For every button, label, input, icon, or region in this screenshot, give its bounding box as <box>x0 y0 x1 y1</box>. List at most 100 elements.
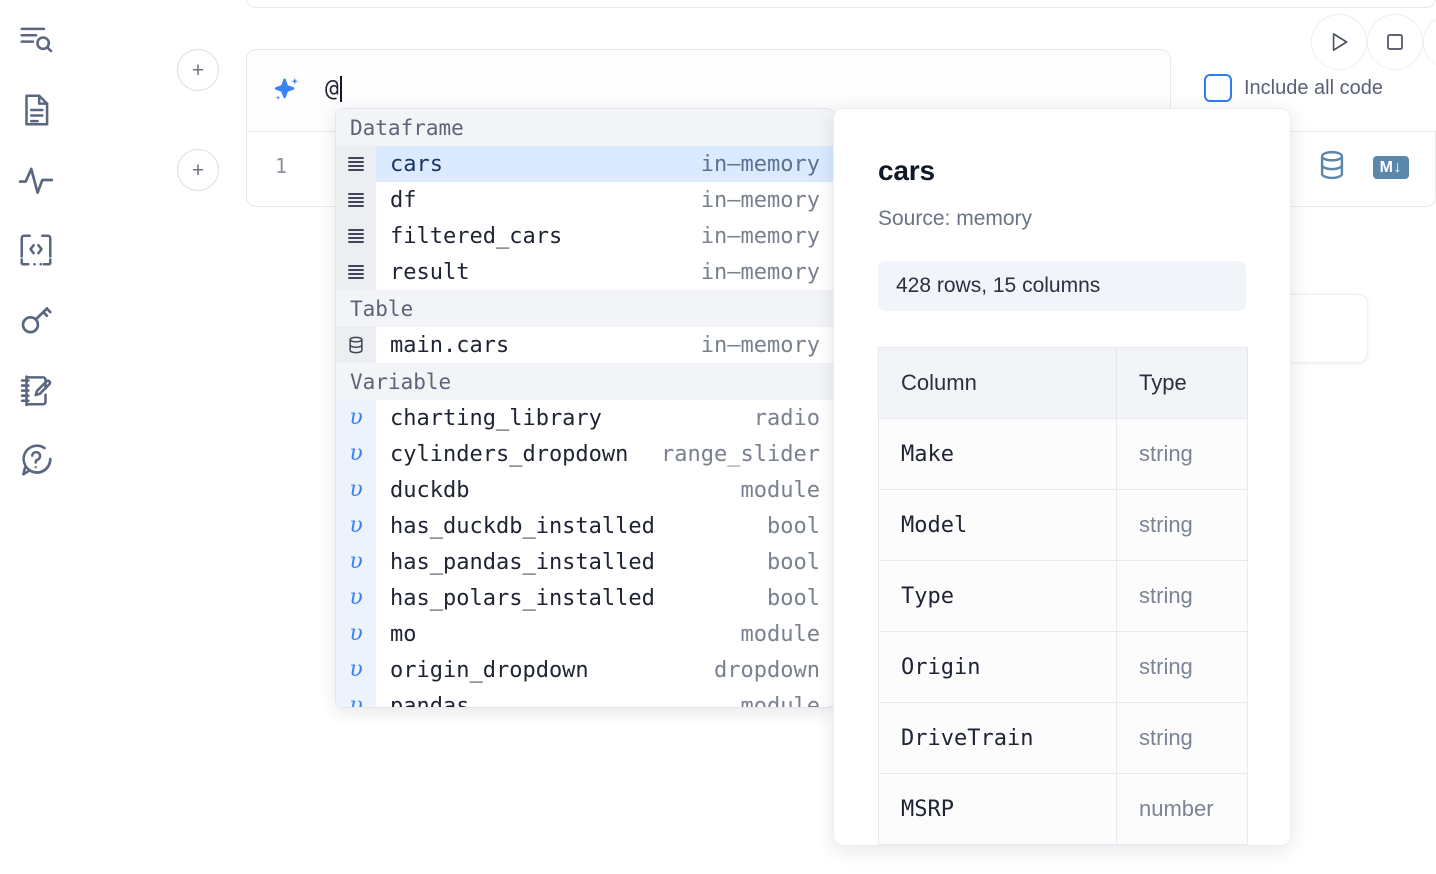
autocomplete-item-name: has_polars_installed <box>390 585 655 611</box>
file-explorer-search-icon[interactable] <box>12 16 60 64</box>
autocomplete-item-name: result <box>390 259 470 285</box>
autocomplete-group-header: Variable <box>336 363 834 400</box>
autocomplete-item-name: duckdb <box>390 477 470 503</box>
autocomplete-item-name: df <box>390 187 417 213</box>
autocomplete-item-name: cars <box>390 151 443 177</box>
info-panel-source: Source: memory <box>878 207 1033 230</box>
autocomplete-item-type: in–memory <box>700 223 820 249</box>
info-panel-title: cars <box>878 155 935 186</box>
help-question-icon[interactable] <box>12 436 60 484</box>
include-all-code-row[interactable]: Include all code <box>1204 74 1383 102</box>
autocomplete-item-icon: υ <box>336 544 376 580</box>
variable-upsilon-icon: υ <box>349 693 363 708</box>
stop-button[interactable] <box>1367 14 1423 70</box>
schema-column-header: Type <box>1116 347 1248 419</box>
add-cell-button-bottom[interactable]: + <box>177 149 219 191</box>
autocomplete-item-name: charting_library <box>390 405 602 431</box>
markdown-badge-arrow: ↓ <box>1393 158 1402 176</box>
schema-column-type: string <box>1116 418 1248 490</box>
markdown-badge-letter: M <box>1379 158 1394 176</box>
more-button[interactable] <box>1423 14 1436 70</box>
code-snippets-icon[interactable] <box>12 226 60 274</box>
autocomplete-item-name: filtered_cars <box>390 223 563 249</box>
autocomplete-item-icon: υ <box>336 472 376 508</box>
autocomplete-item[interactable]: filtered_cars in–memory <box>336 218 834 254</box>
autocomplete-item-type: module <box>740 621 820 647</box>
variable-upsilon-icon: υ <box>349 441 363 466</box>
autocomplete-item[interactable]: result in–memory <box>336 254 834 290</box>
variable-upsilon-icon: υ <box>349 513 363 538</box>
autocomplete-item-body: result in–memory <box>376 254 834 290</box>
autocomplete-item-type: in–memory <box>700 332 820 358</box>
dataframe-rows-icon <box>348 157 364 171</box>
document-icon[interactable] <box>12 86 60 134</box>
schema-column-name: DriveTrain <box>878 702 1117 774</box>
ai-prompt-text: @ <box>325 72 342 102</box>
activity-pulse-icon[interactable] <box>12 156 60 204</box>
autocomplete-group-header: Table <box>336 290 834 327</box>
autocomplete-item-name: cylinders_dropdown <box>390 441 629 467</box>
autocomplete-item-icon: υ <box>336 688 376 708</box>
autocomplete-item-type: in–memory <box>700 259 820 285</box>
autocomplete-item-name: origin_dropdown <box>390 657 589 683</box>
autocomplete-group-header: Dataframe <box>336 109 834 146</box>
autocomplete-item-body: cars in–memory <box>376 146 834 182</box>
database-icon[interactable] <box>1315 148 1349 187</box>
dataframe-info-panel: cars Source: memory 428 rows, 15 columns… <box>833 108 1291 846</box>
autocomplete-item-icon <box>336 218 376 254</box>
autocomplete-item-icon: υ <box>336 616 376 652</box>
ai-sparkle-icon <box>269 72 303 106</box>
schema-column-type: string <box>1116 631 1248 703</box>
include-all-code-checkbox[interactable] <box>1204 74 1232 102</box>
autocomplete-item-type: in–memory <box>700 151 820 177</box>
include-all-code-label: Include all code <box>1244 76 1383 99</box>
autocomplete-item-type: bool <box>767 513 820 539</box>
scratchpad-edit-icon[interactable] <box>12 366 60 414</box>
text-caret <box>339 76 342 102</box>
secrets-key-icon[interactable] <box>12 296 60 344</box>
autocomplete-item-icon <box>336 182 376 218</box>
markdown-badge[interactable]: M↓ <box>1372 155 1409 180</box>
autocomplete-item-icon: υ <box>336 580 376 616</box>
autocomplete-item[interactable]: cars in–memory <box>336 146 834 182</box>
add-cell-button-top[interactable]: + <box>177 49 219 91</box>
schema-column-header: Column <box>878 347 1117 419</box>
autocomplete-item-body: filtered_cars in–memory <box>376 218 834 254</box>
prompt-toolbar: Include all code <box>1171 14 1436 134</box>
autocomplete-item[interactable]: υ has_polars_installed bool <box>336 580 834 616</box>
schema-column-type: string <box>1116 489 1248 561</box>
autocomplete-item-type: bool <box>767 585 820 611</box>
variable-upsilon-icon: υ <box>349 585 363 610</box>
autocomplete-item-type: module <box>740 477 820 503</box>
schema-column-type: string <box>1116 560 1248 632</box>
autocomplete-item-icon <box>336 146 376 182</box>
autocomplete-item[interactable]: υ has_duckdb_installed bool <box>336 508 834 544</box>
autocomplete-item-name: has_duckdb_installed <box>390 513 655 539</box>
dataframe-rows-icon <box>348 265 364 279</box>
run-button[interactable] <box>1311 14 1367 70</box>
